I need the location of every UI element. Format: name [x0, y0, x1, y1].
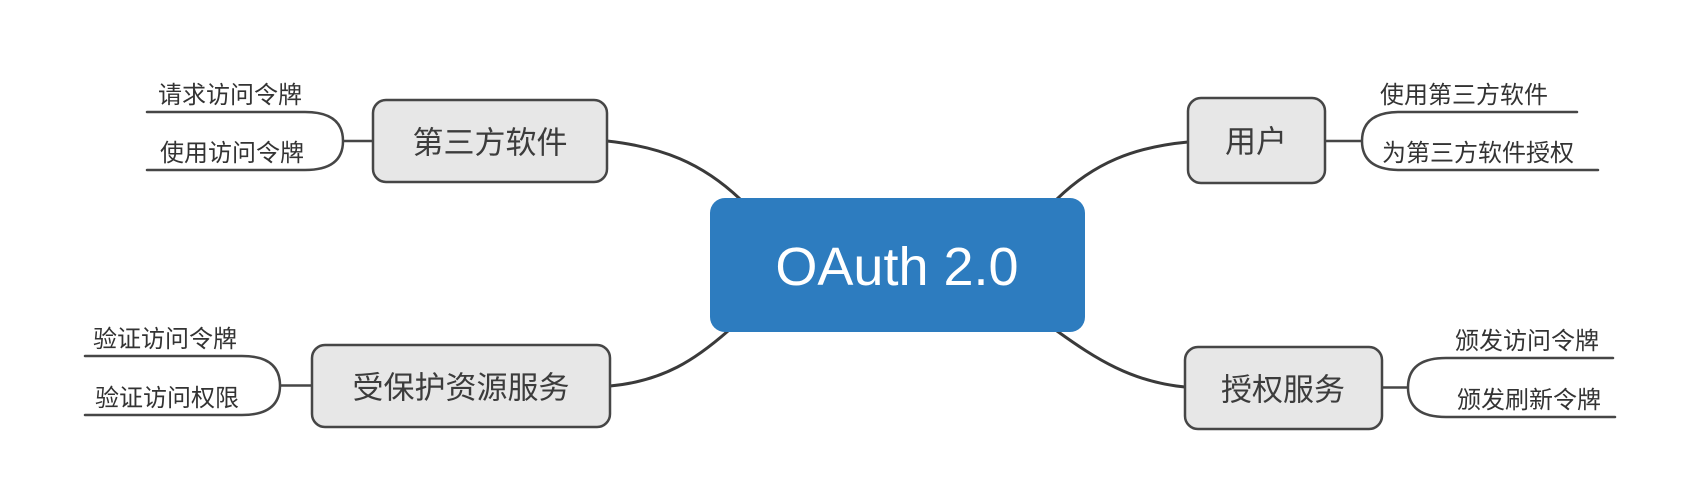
- root-box[interactable]: [710, 198, 1085, 332]
- children-outline-user: [1360, 110, 1600, 172]
- topic-box-third-party-software[interactable]: [371, 98, 609, 184]
- topic-authorize-third-party-software[interactable]: 为第三方软件授权: [1382, 140, 1574, 167]
- children-group-third-party-software: 请求访问令牌 使用访问令牌: [145, 82, 373, 172]
- topic-label-third-party-software: 第三方软件: [413, 126, 568, 161]
- topic-verify-access-token[interactable]: 验证访问令牌: [93, 326, 237, 353]
- children-group-protected-resource-service: 验证访问令牌 验证访问权限: [83, 326, 312, 417]
- topic-user[interactable]: 用户: [1186, 96, 1327, 185]
- topic-authorization-service[interactable]: 授权服务: [1183, 345, 1384, 431]
- topic-verify-access-permission[interactable]: 验证访问权限: [95, 385, 239, 412]
- topic-use-access-token[interactable]: 使用访问令牌: [160, 140, 304, 167]
- topic-label-authorization-service: 授权服务: [1221, 373, 1345, 408]
- topic-protected-resource-service[interactable]: 受保护资源服务: [310, 343, 612, 429]
- topic-label-user: 用户: [1225, 125, 1287, 160]
- topic-issue-access-token[interactable]: 颁发访问令牌: [1455, 328, 1599, 355]
- topic-request-access-token[interactable]: 请求访问令牌: [158, 82, 302, 109]
- connector-root-to-protected-resource-service: [608, 329, 730, 388]
- connector-root-to-authorization-service: [1055, 329, 1187, 389]
- topic-use-third-party-software[interactable]: 使用第三方软件: [1380, 82, 1548, 109]
- root-label: OAuth 2.0: [775, 237, 1018, 297]
- topic-box-authorization-service[interactable]: [1183, 345, 1384, 431]
- children-group-authorization-service: 颁发访问令牌 颁发刷新令牌: [1382, 328, 1617, 419]
- connector-root-to-user: [1055, 140, 1190, 201]
- children-outline-authorization-service: [1406, 356, 1617, 419]
- topic-third-party-software[interactable]: 第三方软件: [371, 98, 609, 184]
- topic-issue-refresh-token[interactable]: 颁发刷新令牌: [1457, 387, 1601, 414]
- topic-box-protected-resource-service[interactable]: [310, 343, 612, 429]
- children-group-user: 使用第三方软件 为第三方软件授权: [1325, 82, 1600, 172]
- topic-root-oauth[interactable]: OAuth 2.0: [710, 198, 1085, 332]
- topic-box-user[interactable]: [1186, 96, 1327, 185]
- connector-root-to-third-party-software: [605, 139, 742, 201]
- topic-label-protected-resource-service: 受保护资源服务: [353, 371, 570, 406]
- children-outline-protected-resource-service: [83, 354, 282, 417]
- children-outline-third-party-software: [145, 110, 345, 172]
